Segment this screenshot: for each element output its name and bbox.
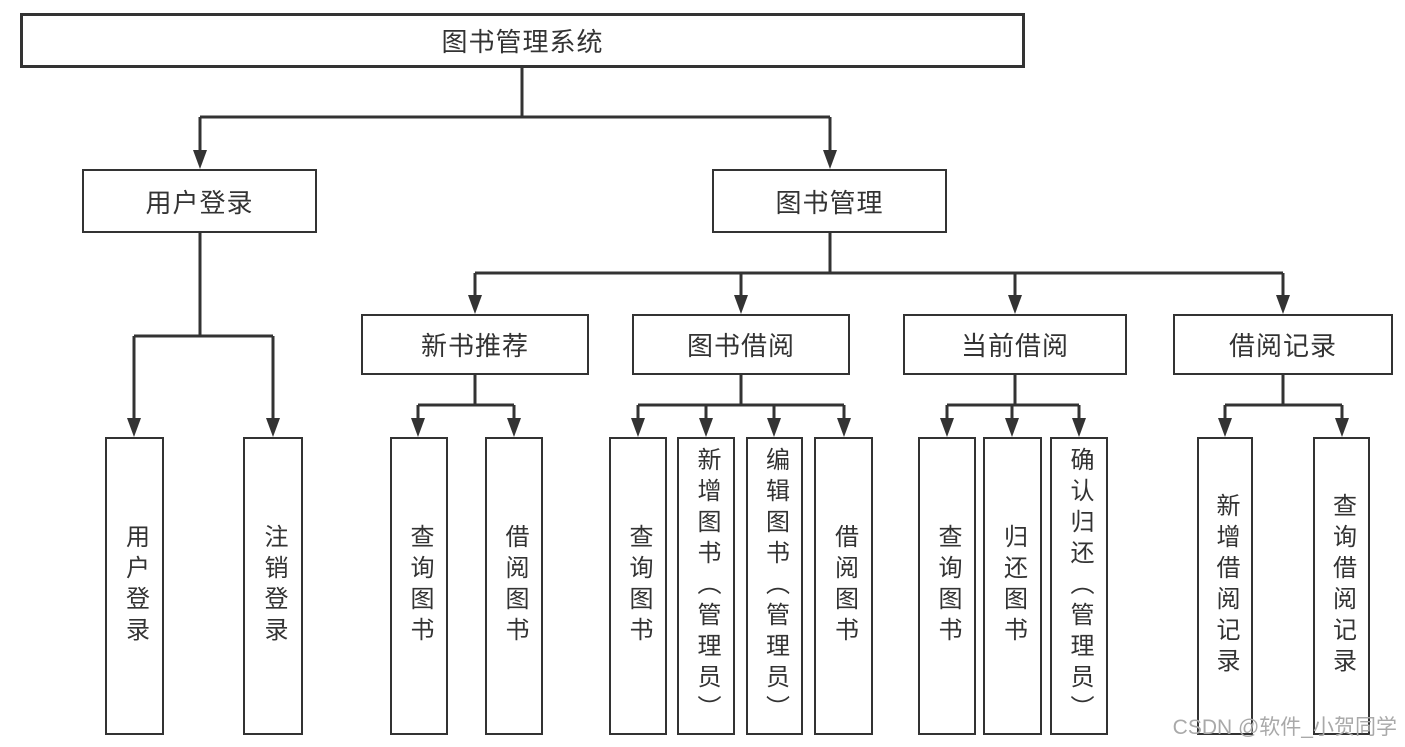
- node-book-management: 图书管理: [712, 169, 947, 233]
- node-leaf-query-books-current-label: 查询图书: [934, 524, 961, 648]
- node-leaf-user-login-label: 用户登录: [121, 524, 149, 648]
- node-user-login-label: 用户登录: [145, 187, 254, 218]
- node-leaf-add-borrow-record-label: 新增借阅记录: [1212, 493, 1239, 679]
- arrowhead: [1335, 418, 1349, 437]
- node-leaf-query-books-newbooks: 查询图书: [390, 437, 448, 735]
- node-leaf-add-book-admin: 新增图书（管理员）: [677, 437, 735, 735]
- arrowhead: [1276, 295, 1290, 314]
- node-library-system: 图书管理系统: [20, 13, 1025, 68]
- node-library-system-label: 图书管理系统: [441, 27, 604, 57]
- connector-root-to-level2: [198, 68, 832, 152]
- connector-bookmgmt-to-level3: [473, 233, 1285, 297]
- connector-bookborrow-to-leaves: [636, 375, 846, 420]
- watermark: CSDN @软件_小贺同学: [1172, 716, 1397, 739]
- arrowhead: [940, 418, 954, 437]
- node-borrow-records: 借阅记录: [1173, 314, 1393, 375]
- arrowhead: [266, 418, 280, 437]
- node-user-login: 用户登录: [82, 169, 317, 233]
- node-leaf-edit-book-admin-label: 编辑图书（管理员）: [761, 446, 789, 726]
- node-leaf-logout: 注销登录: [243, 437, 303, 735]
- arrowhead: [1005, 418, 1019, 437]
- node-leaf-return-books-label: 归还图书: [999, 524, 1027, 648]
- node-leaf-query-books-current: 查询图书: [918, 437, 976, 735]
- node-leaf-query-borrow-record-label: 查询借阅记录: [1328, 493, 1356, 679]
- node-leaf-add-borrow-record: 新增借阅记录: [1197, 437, 1253, 735]
- node-leaf-confirm-return-admin: 确认归还（管理员）: [1050, 437, 1108, 735]
- arrowhead: [699, 418, 713, 437]
- arrowhead: [823, 150, 837, 169]
- node-leaf-borrow-books-borrowing: 借阅图书: [814, 437, 873, 735]
- connector-userlogin-to-leaves: [132, 233, 275, 420]
- node-leaf-add-book-admin-label: 新增图书（管理员）: [693, 446, 720, 726]
- node-leaf-borrow-books-borrowing-label: 借阅图书: [830, 524, 858, 648]
- node-leaf-confirm-return-admin-label: 确认归还（管理员）: [1066, 446, 1093, 726]
- node-leaf-query-books-newbooks-label: 查询图书: [406, 524, 433, 648]
- node-new-book-recommend-label: 新书推荐: [420, 331, 529, 361]
- node-book-management-label: 图书管理: [775, 187, 884, 218]
- connector-borrowrecords-to-leaves: [1223, 375, 1344, 420]
- node-current-borrowing: 当前借阅: [903, 314, 1127, 375]
- node-leaf-borrow-books-newbooks-label: 借阅图书: [501, 524, 528, 648]
- node-leaf-logout-label: 注销登录: [260, 524, 287, 648]
- node-leaf-user-login: 用户登录: [105, 437, 164, 735]
- arrowhead: [468, 295, 482, 314]
- arrowheads: [127, 150, 1349, 437]
- arrowhead: [734, 295, 748, 314]
- arrowhead: [411, 418, 425, 437]
- node-leaf-query-books-borrowing: 查询图书: [609, 437, 667, 735]
- arrowhead: [507, 418, 521, 437]
- node-leaf-edit-book-admin: 编辑图书（管理员）: [746, 437, 803, 735]
- node-borrow-records-label: 借阅记录: [1228, 331, 1337, 361]
- node-leaf-query-books-borrowing-label: 查询图书: [625, 524, 652, 648]
- node-leaf-return-books: 归还图书: [983, 437, 1042, 735]
- node-leaf-query-borrow-record: 查询借阅记录: [1313, 437, 1370, 735]
- arrowhead: [631, 418, 645, 437]
- node-book-borrowing-label: 图书借阅: [686, 331, 795, 361]
- node-book-borrowing: 图书借阅: [632, 314, 850, 375]
- arrowhead: [1008, 295, 1022, 314]
- arrowhead: [193, 150, 207, 169]
- arrowhead: [767, 418, 781, 437]
- node-current-borrowing-label: 当前借阅: [960, 331, 1069, 361]
- arrowhead: [1218, 418, 1232, 437]
- connector-currentborrow-to-leaves: [945, 375, 1081, 420]
- node-new-book-recommend: 新书推荐: [361, 314, 589, 375]
- node-leaf-borrow-books-newbooks: 借阅图书: [485, 437, 543, 735]
- arrowhead: [837, 418, 851, 437]
- connector-newbooks-to-leaves: [416, 375, 516, 420]
- arrowhead: [127, 418, 141, 437]
- arrowhead: [1072, 418, 1086, 437]
